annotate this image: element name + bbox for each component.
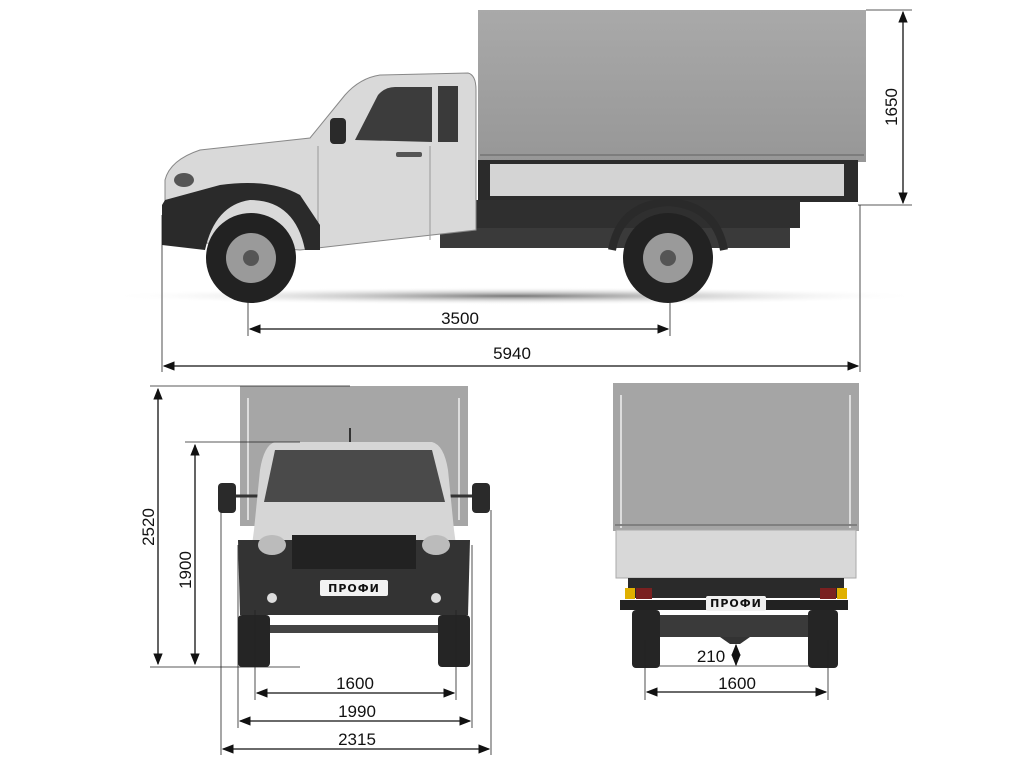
- cab-height-label: 1900: [176, 551, 195, 589]
- rear-wheel: [623, 213, 713, 303]
- front-right-wheel: [438, 615, 470, 667]
- front-plate-text: ПРОФИ: [328, 582, 380, 595]
- overall-height-label: 2520: [139, 508, 158, 546]
- windshield: [264, 450, 445, 502]
- overall-length-label: 5940: [493, 344, 531, 363]
- rear-tailgate: [615, 529, 857, 579]
- front-wheel: [206, 213, 296, 303]
- ground-shadow: [105, 287, 925, 305]
- left-mirror: [218, 483, 236, 513]
- rear-track-label: 1600: [718, 674, 756, 693]
- side-mirror: [330, 118, 346, 144]
- left-turn-light: [625, 588, 635, 599]
- cargo-side-board: [490, 164, 844, 196]
- side-view: 1650 3500 5940: [105, 9, 925, 372]
- front-track-label: 1600: [336, 674, 374, 693]
- left-tail-light: [636, 588, 652, 599]
- front-view: ПРОФИ 2520 1900 1600 1990 2315: [139, 385, 492, 755]
- side-window: [355, 87, 432, 142]
- front-left-wheel: [238, 615, 270, 667]
- ground-clearance-label: 210: [697, 647, 725, 666]
- right-headlight: [422, 535, 450, 555]
- left-headlight: [258, 535, 286, 555]
- rear-left-wheel: [632, 610, 660, 668]
- mirror-width-label: 2315: [338, 730, 376, 749]
- wheelbase-label: 3500: [441, 309, 479, 328]
- body-width-label: 1990: [338, 702, 376, 721]
- cargo-tarp: [478, 10, 866, 162]
- rear-view: ПРОФИ 210 1600: [613, 383, 859, 700]
- rear-plate-text: ПРОФИ: [710, 597, 762, 610]
- headlight: [174, 173, 194, 187]
- grille: [292, 535, 416, 569]
- rear-right-wheel: [808, 610, 838, 668]
- front-fender: [162, 182, 320, 250]
- right-turn-light: [837, 588, 847, 599]
- cargo-tarp-rear: [613, 383, 859, 531]
- right-tail-light: [820, 588, 836, 599]
- right-mirror: [472, 483, 490, 513]
- cargo-height-label: 1650: [882, 88, 901, 126]
